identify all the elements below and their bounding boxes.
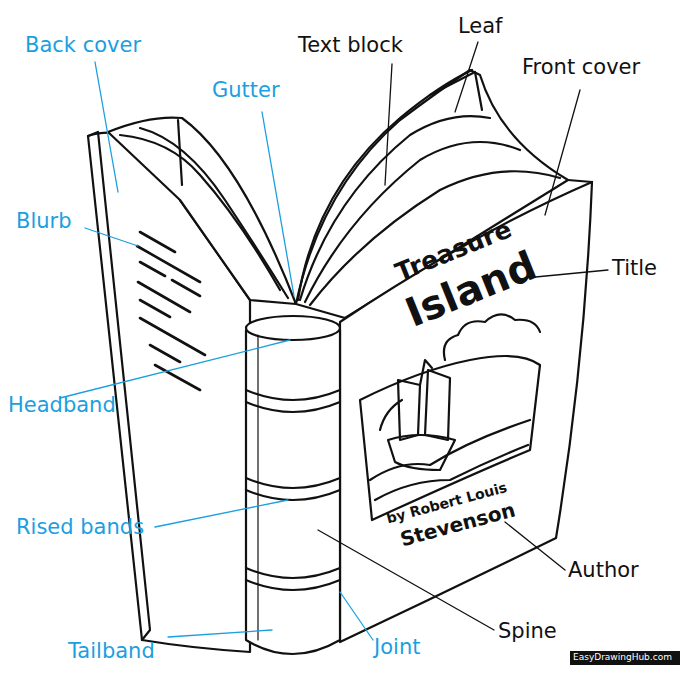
page-edge: [178, 120, 182, 185]
ship-flag: [420, 360, 432, 385]
part-label: Tailband: [68, 641, 155, 662]
part-label: Joint: [374, 637, 420, 658]
spine-shape: [246, 330, 340, 654]
part-label: Gutter: [212, 80, 280, 101]
headband-shape: [246, 316, 340, 340]
raised-band: [246, 478, 340, 500]
blurb-lines: [137, 232, 205, 390]
spine-shade: [257, 335, 258, 640]
part-label: Headband: [8, 395, 116, 416]
page-line: [140, 128, 288, 298]
wave: [370, 420, 530, 480]
part-label: Blurb: [16, 211, 72, 232]
leader-lines: [60, 42, 608, 640]
raised-band: [246, 568, 340, 590]
part-label: Text block: [298, 35, 403, 56]
page-line: [120, 135, 280, 290]
part-label: Back cover: [25, 35, 141, 56]
ship-sails: [380, 370, 450, 440]
cloud: [444, 314, 540, 360]
part-label: Rised bands: [16, 517, 144, 538]
part-label: Spine: [498, 621, 557, 642]
cover-edge: [568, 180, 592, 182]
front-cover-shape: [340, 182, 592, 642]
back-cover-edge: [88, 132, 150, 640]
part-label: Front cover: [522, 57, 640, 78]
part-label: Leaf: [458, 16, 503, 37]
part-label: Author: [568, 560, 639, 581]
part-label: EasyDrawingHub.com: [573, 653, 672, 662]
leaf-edge: [430, 72, 482, 110]
part-label: Title: [612, 258, 657, 279]
watermark-bar: [570, 651, 680, 665]
raised-band: [246, 390, 340, 412]
